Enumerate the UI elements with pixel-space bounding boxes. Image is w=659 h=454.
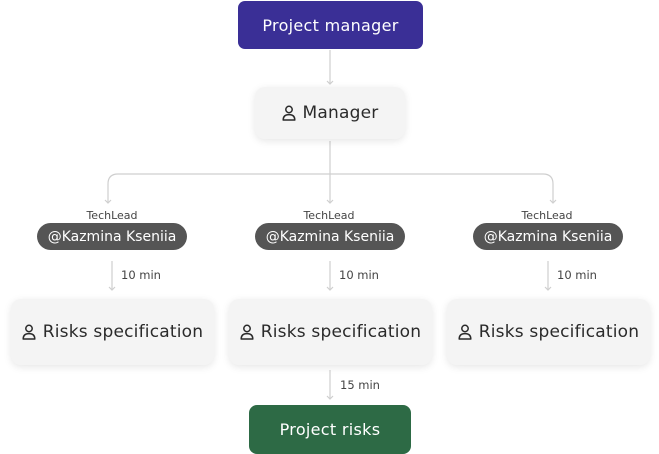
arrow-head-duration-2 bbox=[326, 286, 334, 291]
assignee-tag[interactable]: @Kazmina Kseniia bbox=[473, 223, 623, 250]
person-icon bbox=[458, 324, 472, 340]
assignee-tag[interactable]: @Kazmina Kseniia bbox=[255, 223, 405, 250]
arrow-head-branch-left bbox=[104, 199, 112, 204]
risks-specification-node[interactable]: Risks specification bbox=[229, 299, 432, 365]
manager-label: Manager bbox=[302, 103, 379, 123]
final-duration-label: 15 min bbox=[340, 378, 380, 392]
person-icon bbox=[22, 324, 36, 340]
project-risks-label: Project risks bbox=[279, 420, 381, 439]
assignee-tag[interactable]: @Kazmina Kseniia bbox=[37, 223, 187, 250]
arrow-head-branch-right bbox=[549, 199, 557, 204]
arrow-head-bottom bbox=[326, 395, 334, 400]
duration-label: 10 min bbox=[121, 268, 161, 282]
manager-node[interactable]: Manager bbox=[255, 87, 405, 139]
risks-specification-node[interactable]: Risks specification bbox=[447, 299, 650, 365]
duration-label: 10 min bbox=[339, 268, 379, 282]
project-manager-node[interactable]: Project manager bbox=[238, 1, 423, 49]
arrow-head-duration-3 bbox=[544, 286, 552, 291]
task-label: Risks specification bbox=[478, 322, 640, 342]
person-icon bbox=[281, 105, 296, 121]
task-label: Risks specification bbox=[42, 322, 204, 342]
connector-branch-left bbox=[107, 173, 330, 203]
person-icon bbox=[240, 324, 254, 340]
role-label: TechLead bbox=[86, 209, 138, 222]
arrow-head-duration-1 bbox=[108, 286, 116, 291]
role-label: TechLead bbox=[521, 209, 573, 222]
project-manager-label: Project manager bbox=[262, 15, 399, 35]
arrow-head-branch-mid bbox=[326, 199, 334, 204]
risks-specification-node[interactable]: Risks specification bbox=[11, 299, 214, 365]
task-label: Risks specification bbox=[260, 322, 422, 342]
role-label: TechLead bbox=[303, 209, 355, 222]
duration-label: 10 min bbox=[557, 268, 597, 282]
project-risks-node[interactable]: Project risks bbox=[249, 405, 411, 454]
arrow-head-manager bbox=[326, 80, 334, 85]
connector-branch-right bbox=[330, 173, 554, 203]
